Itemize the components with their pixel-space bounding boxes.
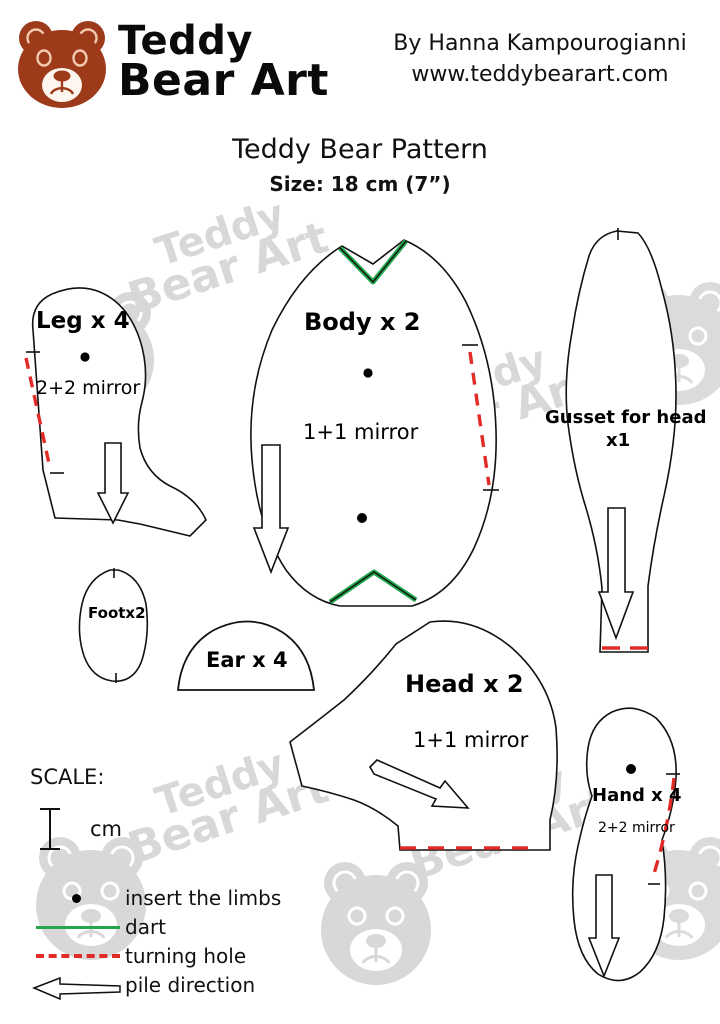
body-insert-limb-dot-bottom	[357, 513, 367, 523]
logo-line-1: Teddy	[118, 18, 253, 64]
piece-label-head: Head x 2	[405, 670, 524, 698]
legend-label-dart: dart	[125, 914, 167, 939]
scale-title: SCALE:	[30, 765, 105, 789]
piece-head	[289, 620, 558, 851]
piece-ear	[177, 620, 315, 691]
piece-label-hand: Hand x 4	[592, 785, 682, 806]
piece-foot	[78, 568, 149, 683]
hand-insert-limb-dot	[626, 764, 636, 774]
legend-key-arrow-icon	[30, 972, 125, 1000]
header: Teddy Bear Art By Hanna Kampourogianni w…	[0, 0, 720, 118]
scale-unit-label: cm	[90, 817, 123, 841]
legend-row-pile-direction: pile direction	[30, 970, 281, 1000]
legend-label-turning-hole: turning hole	[125, 943, 247, 968]
piece-sublabel-gusset: x1	[606, 430, 631, 451]
leg-insert-limb-dot	[80, 352, 90, 362]
legend-row-dart: dart	[30, 912, 281, 941]
piece-label-leg: Leg x 4	[36, 308, 130, 334]
body-turning-hole	[468, 351, 491, 486]
legend-items: insert the limbs dart turning hole	[30, 883, 281, 1000]
teddy-bear-head-icon	[18, 21, 106, 108]
leg-pile-direction-arrow	[96, 442, 130, 525]
piece-label-gusset: Gusset for head	[545, 407, 707, 428]
hand-pile-direction-arrow	[587, 874, 621, 979]
legend-label-pile-direction: pile direction	[125, 972, 256, 997]
ear-outline	[177, 620, 315, 691]
foot-outline	[78, 569, 149, 682]
piece-sublabel-hand: 2+2 mirror	[598, 820, 675, 836]
legend-key-dot-icon	[30, 885, 125, 911]
legend-row-insert-limbs: insert the limbs	[30, 883, 281, 912]
body-dart-top-outline	[339, 240, 407, 283]
piece-sublabel-body: 1+1 mirror	[303, 420, 419, 444]
piece-sublabel-leg: 2+2 mirror	[36, 377, 141, 399]
scale-ruler: cm	[30, 805, 281, 853]
legend: SCALE: cm insert the limbs dart	[30, 765, 281, 1000]
body-dart-bottom-outline	[329, 571, 417, 603]
legend-row-turning-hole: turning hole	[30, 941, 281, 970]
byline: By Hanna Kampourogianni www.teddybearart…	[370, 28, 710, 90]
gusset-pile-direction-arrow	[597, 507, 635, 641]
piece-body	[250, 239, 499, 607]
legend-key-solid-line-icon	[30, 914, 125, 940]
logo-wordmark: Teddy Bear Art	[118, 18, 338, 106]
byline-website: www.teddybearart.com	[411, 62, 669, 88]
piece-hand	[571, 707, 680, 982]
piece-label-body: Body x 2	[304, 308, 421, 336]
page-subtitle-size: Size: 18 cm (7”)	[269, 172, 451, 196]
legend-label-insert-limbs: insert the limbs	[125, 885, 282, 910]
piece-label-foot: Footx2	[88, 604, 146, 622]
page-title: Teddy Bear Pattern	[232, 134, 488, 165]
scale-ruler-icon	[40, 808, 60, 850]
logo-line-2: Bear Art	[118, 55, 329, 106]
body-insert-limb-dot-top	[363, 368, 373, 378]
piece-sublabel-head: 1+1 mirror	[413, 728, 529, 752]
legend-key-dashed-line-icon	[30, 943, 125, 969]
body-outline	[250, 239, 497, 607]
body-pile-direction-arrow	[252, 444, 290, 575]
piece-label-ear: Ear x 4	[206, 648, 288, 672]
head-outline	[289, 620, 558, 851]
byline-author: By Hanna Kampourogianni	[393, 31, 687, 56]
head-pile-direction-arrow	[369, 759, 470, 809]
